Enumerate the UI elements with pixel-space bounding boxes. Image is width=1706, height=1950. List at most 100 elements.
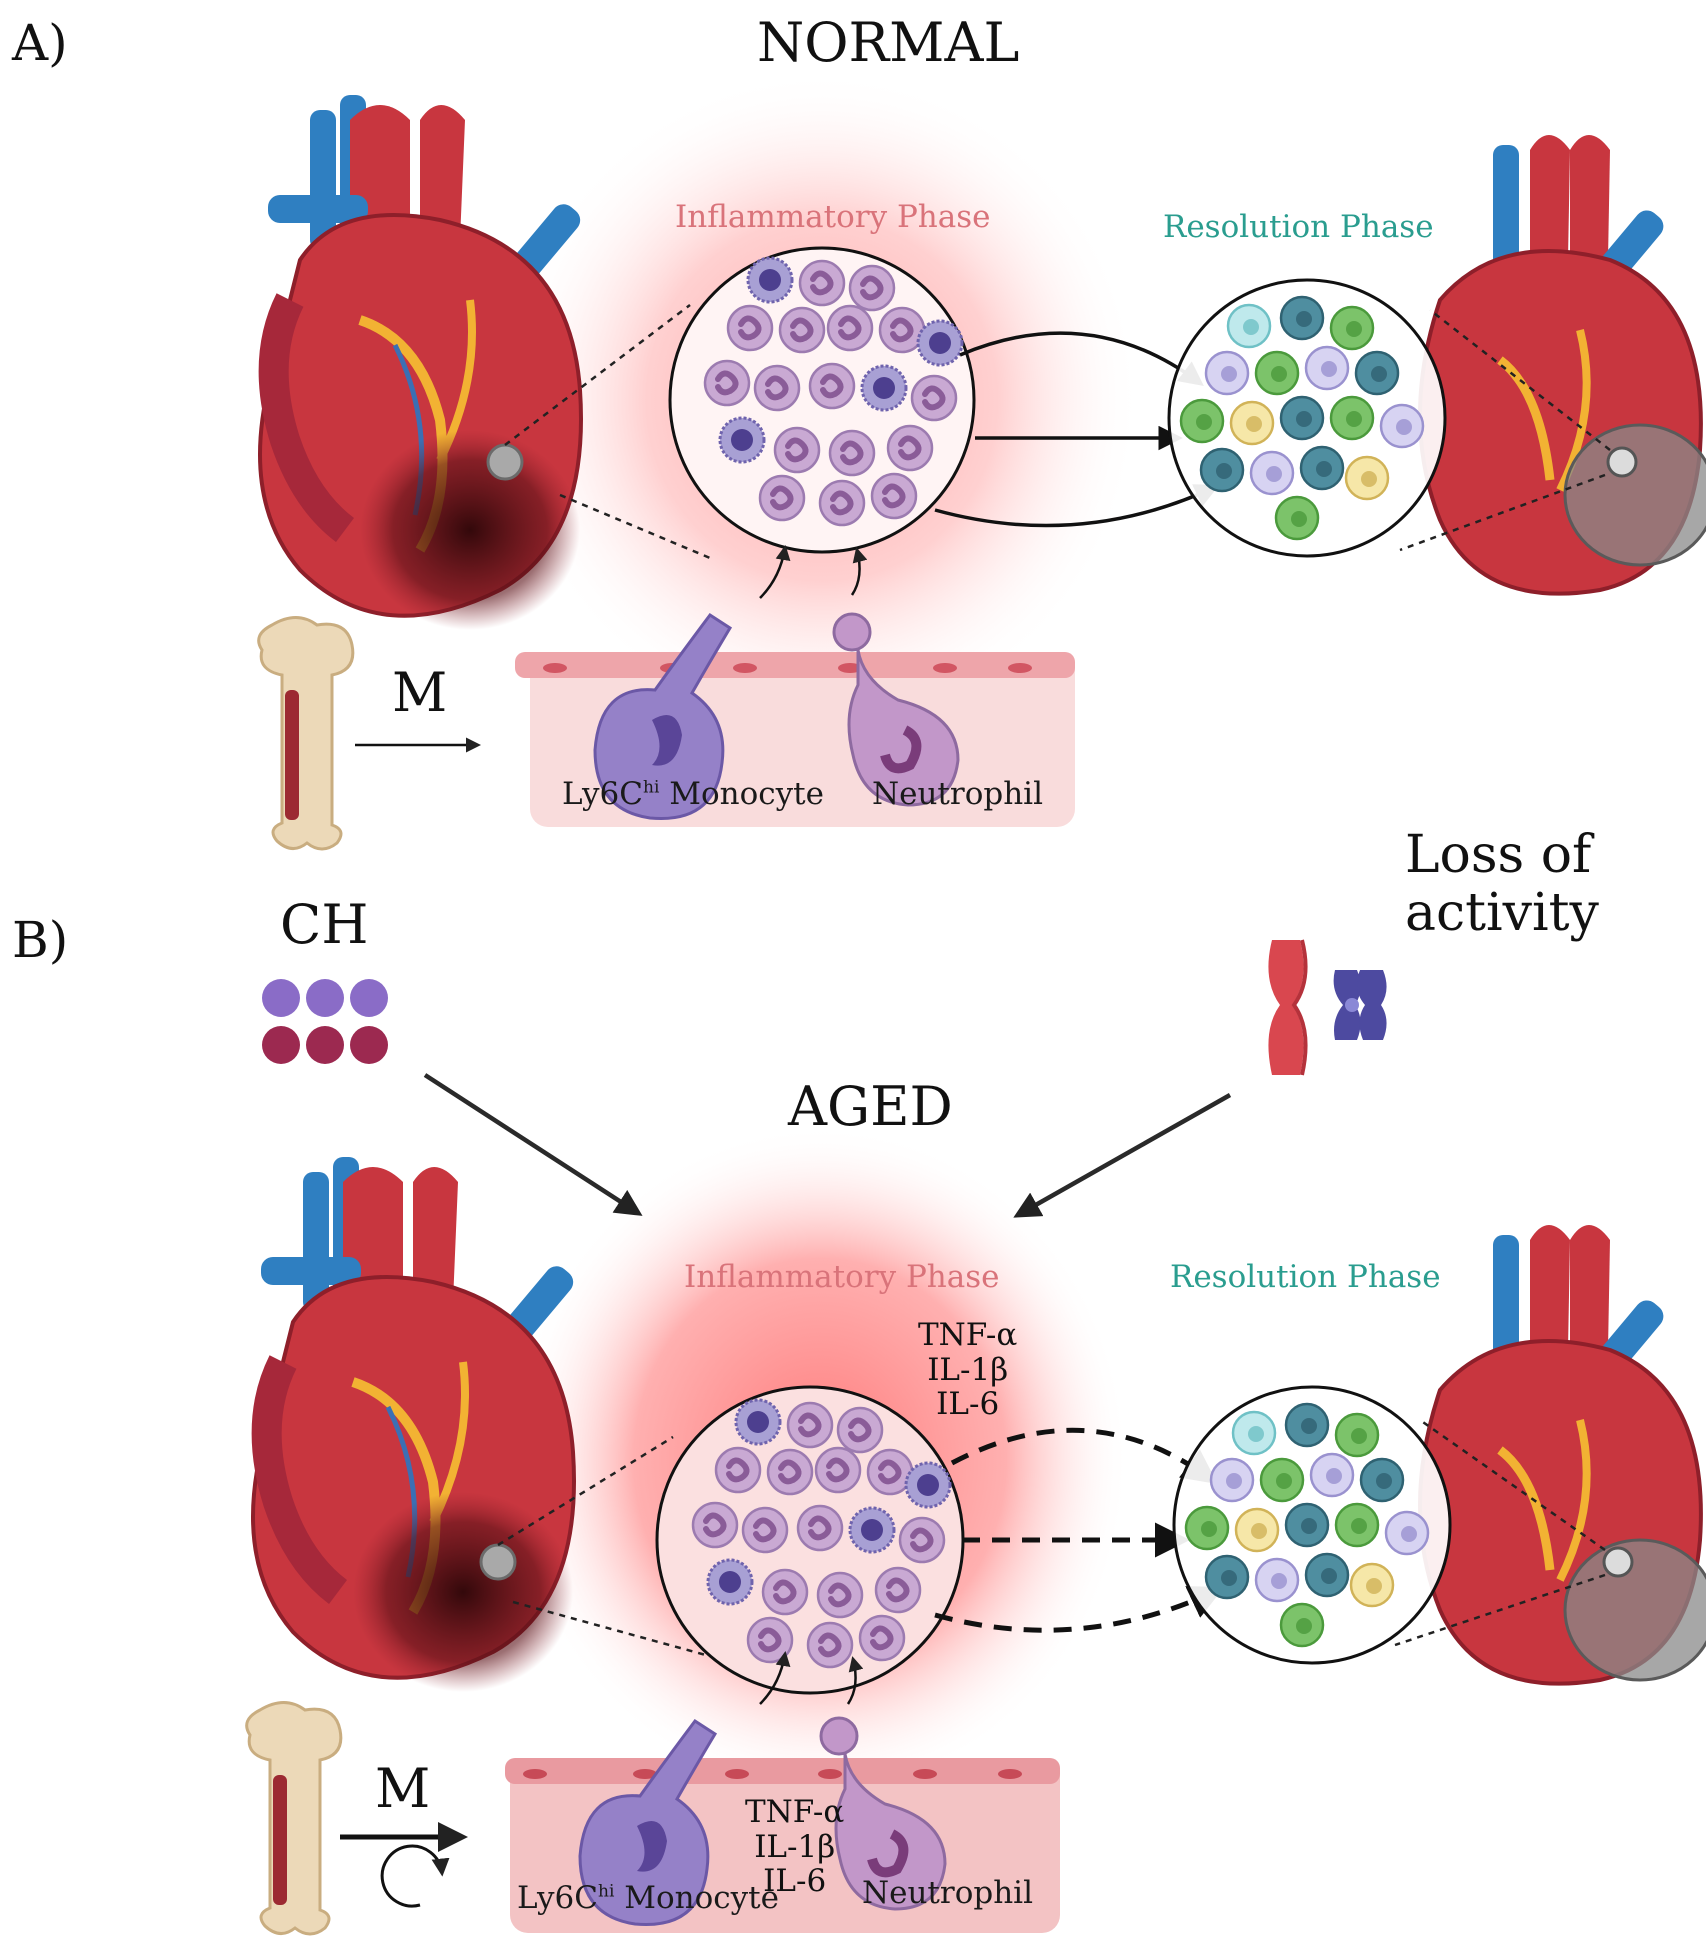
neutrophil-cell: [761, 1568, 809, 1616]
monocyte-cell: [848, 1506, 896, 1554]
monocyte-cell: [706, 1558, 754, 1606]
macrophage-green-cell: [1334, 1412, 1380, 1458]
macrophage-green-cell: [1274, 495, 1320, 541]
heart-infarct-a: [258, 95, 711, 630]
macrophage-teal-cell: [1359, 1457, 1405, 1503]
macrophage-teal-cell: [1354, 350, 1400, 396]
neutrophil-cell: [786, 1401, 834, 1449]
neutrophil-cell: [714, 1446, 762, 1494]
neutrophil-label-b: Neutrophil: [862, 1875, 1034, 1911]
neutrophil-cell: [778, 306, 826, 354]
extravasating-monocyte-b: [578, 1718, 718, 1927]
neutrophil-cell: [806, 1621, 854, 1669]
monocyte-cell: [718, 416, 766, 464]
migration-arrow-b-1: [759, 1651, 791, 1705]
neutrophil-cell: [816, 1571, 864, 1619]
macrophage-green-cell: [1259, 1457, 1305, 1503]
heart-infarct-b: [251, 1157, 714, 1692]
ch-arrow: [423, 1073, 643, 1216]
extravasating-monocyte-a: [593, 612, 733, 821]
macrophage-teal-cell: [1284, 1502, 1330, 1548]
monocyte-cell: [904, 1461, 952, 1509]
lymphocyte-cell: [1209, 1457, 1255, 1503]
heart-healed-b: [1394, 1225, 1706, 1686]
arrow-inf-to-res-b-3: [934, 1586, 1225, 1633]
fibroblast-cell: [1226, 303, 1272, 349]
neutrophil-cell: [758, 474, 806, 522]
panel-b-label: B): [12, 911, 69, 969]
panel-a-label: A): [12, 14, 68, 72]
neutrophil-cell: [691, 1501, 739, 1549]
neutrophil-cell: [796, 1504, 844, 1552]
reparative-cell: [1344, 455, 1390, 501]
neutrophil-cell: [858, 1614, 906, 1662]
monocyte-cell: [734, 1398, 782, 1446]
ch-cells: [262, 979, 388, 1064]
macrophage-green-cell: [1184, 1505, 1230, 1551]
resolution-cells-b: [1184, 1402, 1430, 1648]
neutrophil-cell: [818, 479, 866, 527]
infarct-focus-a: [486, 443, 524, 481]
lymphocyte-cell: [1254, 1557, 1300, 1603]
neutrophil-cell: [870, 472, 918, 520]
lymphocyte-cell: [1379, 403, 1425, 449]
reparative-cell: [1234, 1507, 1280, 1553]
resolution-phase-label-b: Resolution Phase: [1170, 1259, 1441, 1295]
lymphocyte-cell: [1249, 450, 1295, 496]
migration-arrow-a-1: [759, 545, 791, 599]
migration-arrow-a-2: [850, 547, 868, 596]
endothelial-nuclei-a: [543, 663, 1032, 673]
neutrophil-cell: [910, 374, 958, 422]
arrow-inf-to-res-a-1: [959, 331, 1204, 386]
neutrophil-cell: [703, 359, 751, 407]
self-renewal-arrow: [380, 1844, 450, 1908]
extravasating-neutrophil-b: [819, 1716, 947, 1911]
reparative-cell: [1229, 400, 1275, 446]
neutrophil-cell: [836, 1406, 884, 1454]
neutrophil-cell: [878, 306, 926, 354]
neutrophil-cell: [798, 259, 846, 307]
neutrophil-cell: [726, 304, 774, 352]
neutrophil-cell: [746, 1616, 794, 1664]
fibroblast-cell: [1231, 1410, 1277, 1456]
macrophage-teal-cell: [1284, 1402, 1330, 1448]
marrow-label-a: M: [392, 661, 448, 724]
neutrophil-cell: [898, 1516, 946, 1564]
neutrophil-cell: [808, 362, 856, 410]
neutrophil-cell: [753, 364, 801, 412]
marrow-label-b: M: [375, 1757, 431, 1820]
macrophage-teal-cell: [1299, 445, 1345, 491]
panel-b: [245, 939, 1706, 1936]
neutrophil-cell: [874, 1566, 922, 1614]
macrophage-teal-cell: [1279, 295, 1325, 341]
inflammatory-phase-label-b: Inflammatory Phase: [684, 1259, 1000, 1295]
neutrophil-cell: [848, 264, 896, 312]
monocyte-cell: [916, 319, 964, 367]
macrophage-teal-cell: [1304, 1552, 1350, 1598]
lymphocyte-cell: [1384, 1510, 1430, 1556]
monocyte-label-b: Ly6Chi Monocyte: [517, 1880, 779, 1916]
neutrophil-cell: [773, 426, 821, 474]
arrow-inf-to-res-b-1: [950, 1427, 1218, 1485]
macrophage-teal-cell: [1204, 1554, 1250, 1600]
neutrophil-cell: [814, 1446, 862, 1494]
panel-a: [257, 70, 1706, 851]
macrophage-teal-cell: [1199, 447, 1245, 493]
ch-label: CH: [280, 893, 369, 956]
lymphocyte-cell: [1309, 1452, 1355, 1498]
bone-marrow-b: [245, 1701, 343, 1936]
panel-b-title: AGED: [788, 1075, 953, 1138]
macrophage-teal-cell: [1279, 395, 1325, 441]
monocyte-cell: [860, 364, 908, 412]
panel-a-title: NORMAL: [757, 11, 1020, 74]
lymphocyte-cell: [1304, 345, 1350, 391]
macrophage-green-cell: [1254, 350, 1300, 396]
resolution-phase-label-a: Resolution Phase: [1163, 209, 1434, 245]
inflammatory-phase-label-a: Inflammatory Phase: [675, 199, 991, 235]
macrophage-green-cell: [1279, 1602, 1325, 1648]
macrophage-green-cell: [1179, 398, 1225, 444]
